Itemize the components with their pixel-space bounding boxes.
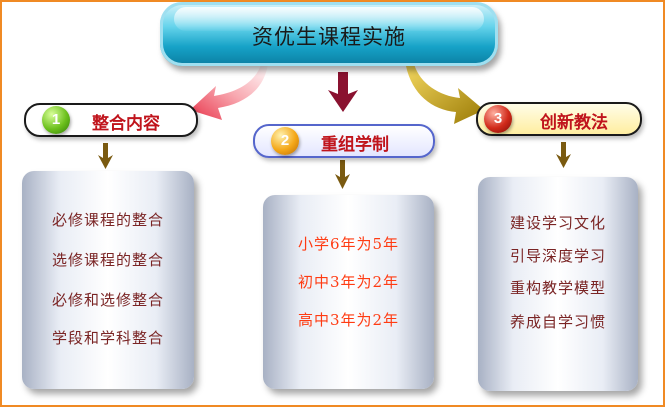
branch-3-header: 3 创新教法: [476, 102, 642, 136]
branch-1-item: 选修课程的整合: [51, 251, 164, 269]
branch-1-item: 必修和选修整合: [51, 291, 164, 309]
branch-3-item: 建设学习文化: [509, 214, 606, 232]
branch-3-number-badge: 3: [484, 105, 512, 133]
branch-2-label: 重组学制: [321, 135, 389, 155]
branch-2-item: 小学6年为5年: [297, 235, 400, 253]
branch-1-header: 1 整合内容: [24, 103, 198, 137]
branch-2-detail-box: 小学6年为5年 初中3年为2年 高中3年为2年: [263, 195, 434, 389]
branch-1-item: 必修课程的整合: [51, 211, 164, 229]
arrow-branch-1-down: [98, 143, 113, 169]
branch-3-item: 引导深度学习: [509, 247, 606, 265]
branch-3-detail-box: 建设学习文化 引导深度学习 重构教学模型 养成自学习惯: [478, 177, 638, 391]
branch-1-detail-box: 必修课程的整合 选修课程的整合 必修和选修整合 学段和学科整合: [22, 171, 194, 389]
branch-2-header: 2 重组学制: [253, 124, 435, 158]
branch-2-item: 高中3年为2年: [297, 311, 400, 329]
branch-1-label: 整合内容: [92, 114, 160, 134]
branch-3-item: 养成自学习惯: [509, 313, 606, 331]
branch-2-number-badge: 2: [271, 127, 299, 155]
arrow-branch-3-down: [556, 142, 571, 168]
main-title: 资优生课程实施: [252, 25, 406, 49]
branch-3-label: 创新教法: [540, 113, 608, 133]
branch-3-item: 重构教学模型: [509, 279, 606, 297]
branch-1-item: 学段和学科整合: [51, 329, 164, 347]
arrow-to-branch-3: [406, 64, 484, 124]
arrow-to-branch-1: [190, 62, 268, 120]
arrow-branch-2-down: [335, 160, 350, 189]
branch-1-number-badge: 1: [42, 106, 70, 134]
main-title-box: 资优生课程实施: [160, 2, 498, 66]
branch-2-item: 初中3年为2年: [297, 273, 400, 291]
arrow-to-branch-2: [328, 72, 358, 112]
